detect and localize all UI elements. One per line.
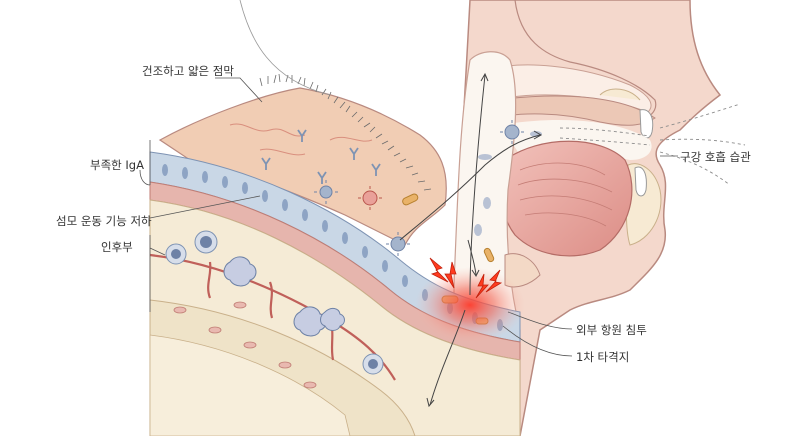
- label-ciliary-motility-decline: 섬모 운동 기능 저하: [56, 214, 152, 228]
- immune-cells: [165, 230, 384, 389]
- virus-icon: [314, 120, 524, 256]
- label-dry-thin-mucosa: 건조하고 얇은 점막: [142, 64, 234, 78]
- leader-lines: [139, 77, 678, 357]
- airflow-lines: [559, 103, 746, 186]
- label-primary-target: 1차 타격지: [576, 350, 630, 364]
- cilia: [259, 73, 432, 191]
- label-pharynx: 인후부: [101, 240, 133, 254]
- tongue: [499, 140, 633, 257]
- arrow-icon: [399, 72, 543, 408]
- label-mouth-breathing: 구강 호흡 습관: [680, 150, 751, 164]
- lightning-bolt-icon: [429, 257, 503, 299]
- label-foreign-antigen-invasion: 외부 항원 침투: [576, 323, 647, 337]
- antibody-y-icon: [261, 129, 381, 184]
- outer-contour: [239, 0, 331, 96]
- inflammation-spot: [415, 267, 525, 343]
- label-iga-deficiency: 부족한 IgA: [90, 158, 144, 172]
